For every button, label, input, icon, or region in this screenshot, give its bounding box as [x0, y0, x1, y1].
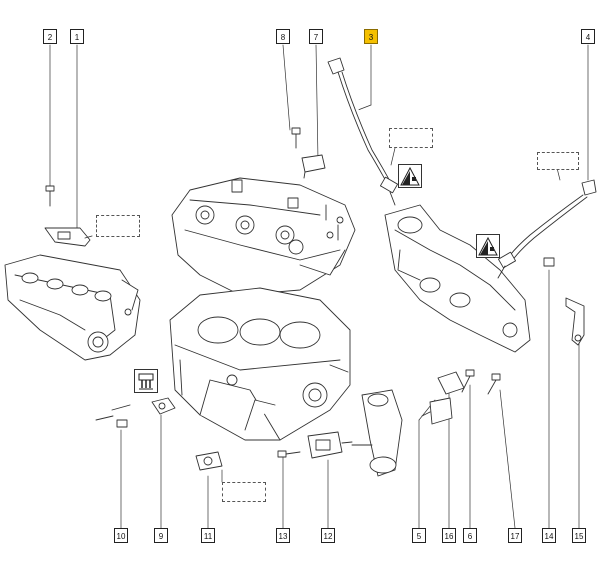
- callout-13: 13: [276, 528, 290, 543]
- callout-17: 17: [508, 528, 522, 543]
- callout-5: 5: [412, 528, 426, 543]
- part-11-sensor: [195, 451, 223, 471]
- callout-8: 8: [276, 29, 290, 44]
- clamp-symbol-icon: [134, 369, 158, 393]
- part-15-bracket: [565, 297, 585, 346]
- exhaust-manifold: [384, 204, 531, 353]
- callout-14: 14: [542, 528, 556, 543]
- warning-symbol-icon: [476, 234, 500, 258]
- part-5-sensor: [421, 397, 453, 425]
- callout-16: 16: [442, 528, 456, 543]
- callout-4: 4: [581, 29, 595, 44]
- callout-1: 1: [70, 29, 84, 44]
- part-10-bolt: [95, 404, 131, 428]
- callout-3: 3: [364, 29, 378, 44]
- callout-7: 7: [309, 29, 323, 44]
- part-8-bolt: [291, 127, 301, 149]
- callout-2: 2: [43, 29, 57, 44]
- callout-15: 15: [572, 528, 586, 543]
- callout-9: 9: [154, 528, 168, 543]
- part-14-clip: [543, 257, 555, 267]
- part-7-sensor: [301, 154, 326, 179]
- intake-manifold: [4, 254, 141, 361]
- torque-note-box: [537, 152, 579, 170]
- part-4-oxygen-sensor: [497, 179, 597, 279]
- cylinder-head: [171, 177, 356, 296]
- part-12-sensor: [307, 431, 353, 459]
- part-9-sensor: [151, 397, 176, 415]
- part-17-bolt: [487, 373, 501, 395]
- part-3-oxygen-sensor: [327, 57, 399, 206]
- torque-note-box: [389, 128, 433, 148]
- part-16-sensor: [437, 371, 465, 395]
- torque-note-box: [222, 482, 266, 502]
- callout-12: 12: [321, 528, 335, 543]
- callout-10: 10: [114, 528, 128, 543]
- part-2-bolt: [45, 185, 55, 207]
- cylinder-block: [169, 287, 351, 441]
- callout-6: 6: [463, 528, 477, 543]
- callout-11: 11: [201, 528, 215, 543]
- part-13-bolt: [277, 450, 301, 458]
- part-1-sensor: [44, 227, 93, 247]
- torque-note-box: [96, 215, 140, 237]
- thermostat-housing: [351, 389, 403, 477]
- warning-symbol-icon: [398, 164, 422, 188]
- part-6-bolt: [461, 369, 475, 393]
